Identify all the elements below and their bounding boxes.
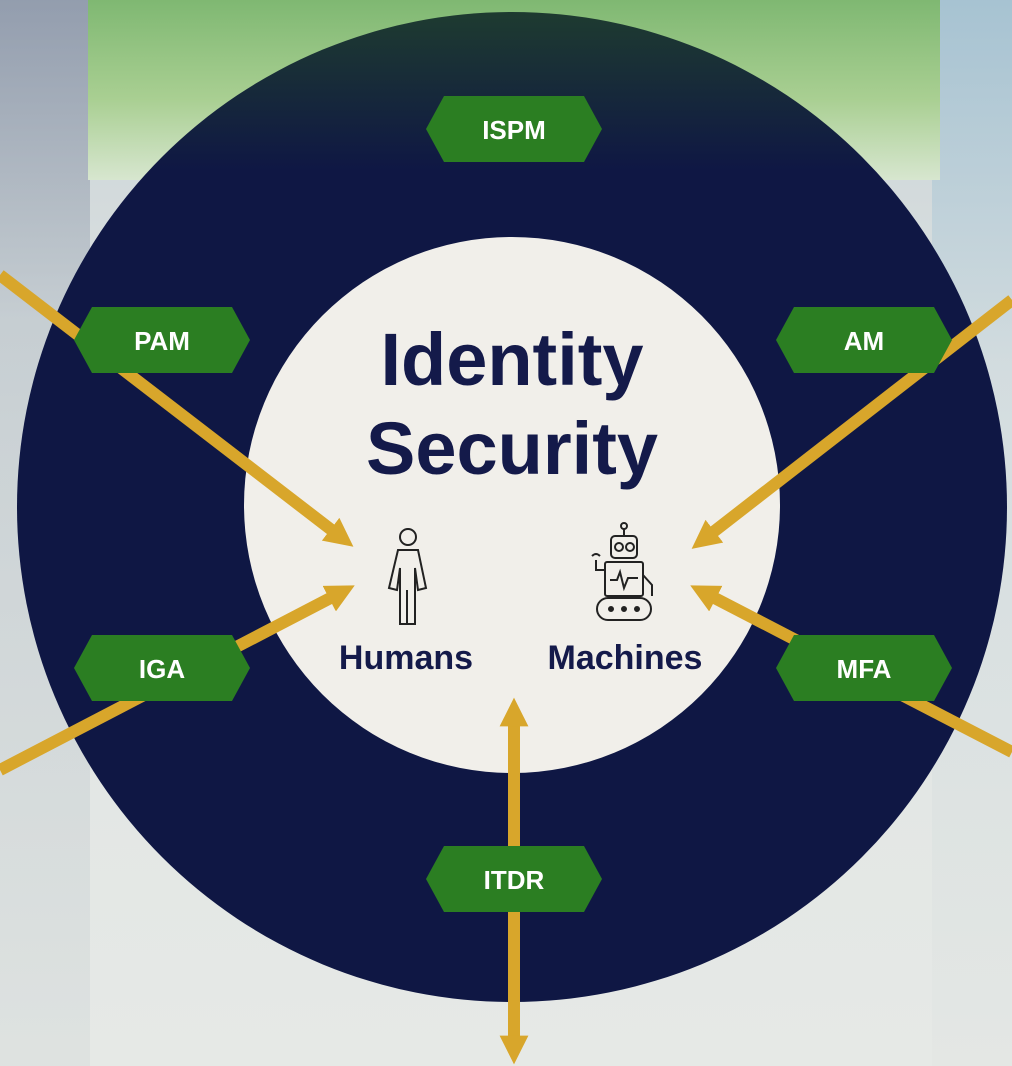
tag-ispm-label: ISPM — [482, 115, 546, 145]
tag-ispm: ISPM — [426, 96, 602, 162]
title-line-1: Identity — [380, 318, 643, 401]
tag-itdr-label: ITDR — [484, 865, 545, 895]
arrow-pam — [0, 270, 354, 547]
inner-circle — [244, 237, 780, 773]
tag-mfa: MFA — [776, 635, 952, 701]
person-icon — [387, 528, 428, 625]
tag-am: AM — [776, 307, 952, 373]
tag-itdr: ITDR — [426, 846, 602, 912]
tag-iga-label: IGA — [139, 654, 185, 684]
tag-mfa-label: MFA — [837, 654, 892, 684]
machines-label: Machines — [548, 639, 703, 677]
humans-label: Humans — [339, 639, 473, 677]
tag-am-label: AM — [844, 326, 884, 356]
tag-pam-label: PAM — [134, 326, 190, 356]
tag-iga: IGA — [74, 635, 250, 701]
robot-icon — [591, 522, 653, 621]
tag-pam: PAM — [74, 307, 250, 373]
arrow-am — [691, 295, 1012, 549]
title-line-2: Security — [366, 407, 658, 490]
